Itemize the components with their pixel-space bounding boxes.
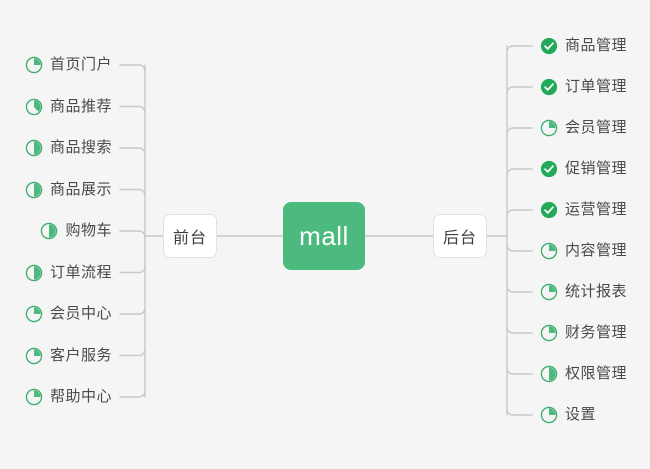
leaf-item-label: 订单管理 bbox=[565, 78, 628, 95]
pie-progress-icon bbox=[25, 347, 43, 364]
pie-progress-icon bbox=[540, 324, 558, 342]
leaf-item[interactable]: 帮助中心 bbox=[25, 384, 112, 410]
leaf-item[interactable]: 会员中心 bbox=[25, 301, 112, 327]
leaf-item[interactable]: 会员管理 bbox=[540, 115, 627, 141]
leaf-item[interactable]: 财务管理 bbox=[540, 320, 627, 346]
leaf-item-label: 设置 bbox=[565, 406, 597, 423]
leaf-item[interactable]: 权限管理 bbox=[540, 361, 627, 387]
pie-progress-icon bbox=[25, 264, 43, 281]
pie-progress-icon bbox=[540, 242, 558, 260]
leaf-item-label: 财务管理 bbox=[565, 324, 628, 341]
leaf-item[interactable]: 促销管理 bbox=[540, 156, 627, 182]
pie-progress-icon bbox=[540, 283, 558, 301]
check-circle-icon bbox=[540, 78, 558, 96]
leaf-item-label: 商品推荐 bbox=[49, 97, 112, 115]
leaf-item[interactable]: 客户服务 bbox=[25, 343, 112, 369]
leaf-item-label: 购物车 bbox=[65, 222, 112, 239]
pie-progress-icon bbox=[25, 388, 43, 406]
pie-progress-icon bbox=[25, 98, 43, 115]
pie-progress-icon bbox=[25, 56, 43, 74]
leaf-item-label: 帮助中心 bbox=[49, 388, 112, 405]
leaf-item[interactable]: 订单管理 bbox=[540, 74, 627, 100]
branch-node-label: 前台 bbox=[172, 230, 207, 247]
pie-progress-icon bbox=[25, 305, 43, 323]
pie-progress-icon bbox=[540, 406, 558, 424]
leaf-item-label: 客户服务 bbox=[49, 346, 112, 364]
check-circle-icon bbox=[540, 201, 558, 219]
leaf-item[interactable]: 商品搜索 bbox=[25, 135, 112, 161]
leaf-item-label: 订单流程 bbox=[49, 263, 112, 281]
leaf-item-label: 统计报表 bbox=[565, 283, 628, 300]
pie-progress-icon bbox=[540, 119, 558, 137]
root-node-mall[interactable]: mall bbox=[283, 202, 365, 270]
leaf-item-label: 商品搜索 bbox=[49, 139, 112, 156]
leaf-item-label: 权限管理 bbox=[565, 365, 628, 382]
leaf-item[interactable]: 商品展示 bbox=[25, 177, 112, 203]
leaf-item[interactable]: 订单流程 bbox=[25, 260, 112, 286]
leaf-item[interactable]: 运营管理 bbox=[540, 197, 627, 223]
leaf-item-label: 运营管理 bbox=[565, 201, 628, 218]
leaf-item[interactable]: 首页门户 bbox=[25, 52, 112, 78]
leaf-item[interactable]: 内容管理 bbox=[540, 238, 627, 264]
leaf-item-label: 商品管理 bbox=[565, 37, 628, 54]
leaf-item-label: 促销管理 bbox=[565, 160, 628, 177]
leaf-item[interactable]: 商品推荐 bbox=[25, 94, 112, 120]
check-circle-icon bbox=[540, 160, 558, 178]
leaf-item[interactable]: 设置 bbox=[540, 402, 596, 428]
leaf-item[interactable]: 购物车 bbox=[40, 218, 112, 244]
check-circle-icon bbox=[540, 37, 558, 55]
leaf-item-label: 商品展示 bbox=[49, 180, 112, 198]
leaf-item-label: 内容管理 bbox=[565, 242, 628, 259]
leaf-item-label: 会员中心 bbox=[49, 305, 112, 322]
pie-progress-icon bbox=[41, 222, 58, 240]
branch-node-frontend[interactable]: 前台 bbox=[163, 214, 217, 258]
leaf-item-label: 会员管理 bbox=[565, 119, 628, 136]
pie-progress-icon bbox=[25, 139, 43, 157]
leaf-item[interactable]: 商品管理 bbox=[540, 33, 627, 59]
root-node-label: mall bbox=[299, 220, 349, 251]
branch-node-label: 后台 bbox=[442, 230, 477, 247]
branch-node-backend[interactable]: 后台 bbox=[433, 214, 487, 258]
leaf-item[interactable]: 统计报表 bbox=[540, 279, 627, 305]
pie-progress-icon bbox=[25, 181, 43, 198]
leaf-item-label: 首页门户 bbox=[49, 56, 112, 73]
pie-progress-icon bbox=[540, 365, 558, 383]
